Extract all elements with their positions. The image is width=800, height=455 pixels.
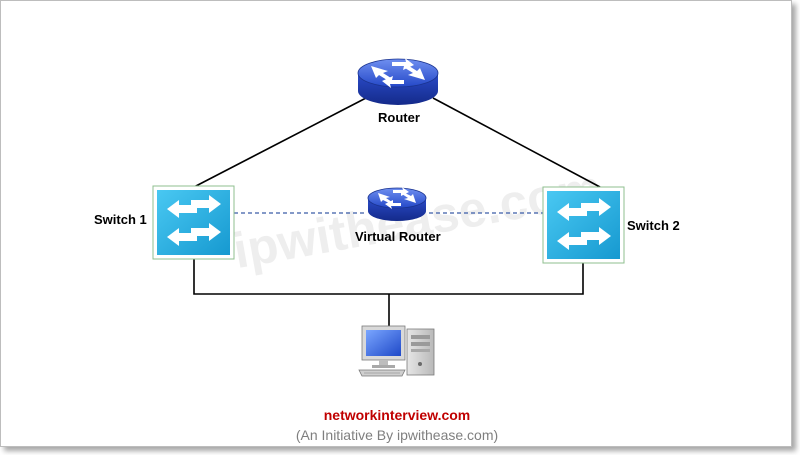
switch-1-icon[interactable] [152,185,235,260]
desktop-computer-icon[interactable] [358,325,435,377]
network-diagram [152,58,625,377]
router-label: Router [378,110,420,125]
switch-2-icon[interactable] [542,186,625,264]
virtual-router-label: Virtual Router [355,229,441,244]
links [193,97,601,326]
switch-1-label: Switch 1 [94,212,147,227]
link-switch-bus [193,259,584,295]
link-router-switch1 [193,97,367,188]
virtual-router-icon[interactable] [367,187,427,221]
site-tagline: (An Initiative By ipwithease.com) [295,427,499,443]
router-icon[interactable] [357,58,439,105]
diagram-frame: ipwithease.com [0,0,792,447]
site-name: networkinterview.com [323,407,471,423]
link-router-switch2 [432,97,601,188]
switch-2-label: Switch 2 [627,218,680,233]
